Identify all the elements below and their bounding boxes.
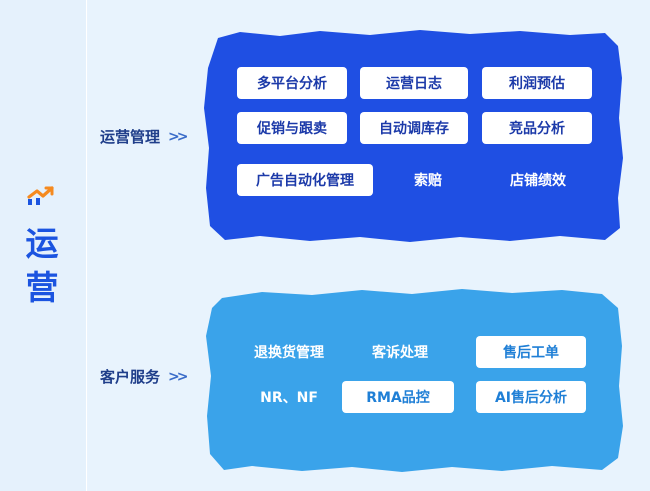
item-store-performance: 店铺绩效 (510, 173, 566, 189)
section-label-operations: 运营管理 >> (100, 126, 189, 147)
left-category-strip (0, 0, 87, 491)
operations-label-text: 运营管理 (100, 128, 161, 146)
customer-service-panel (206, 289, 623, 472)
item-after-sales-ticket: 售后工单 (476, 336, 586, 368)
section-label-customer-service: 客户服务 >> (100, 366, 189, 387)
trend-up-icon (27, 186, 54, 205)
item-claims: 索赔 (414, 173, 442, 189)
customer-service-label-text: 客户服务 (100, 368, 161, 386)
item-rma-quality-control: RMA品控 (342, 381, 454, 413)
double-chevron-right-icon: >> (168, 128, 189, 145)
title-char-2: 营 (25, 268, 59, 307)
item-competitor-analysis: 竞品分析 (482, 112, 592, 144)
item-operations-log: 运营日志 (360, 67, 468, 99)
item-auto-inventory: 自动调库存 (360, 112, 468, 144)
item-returns-management: 退换货管理 (254, 345, 324, 361)
item-ad-automation: 广告自动化管理 (237, 164, 373, 196)
category-title: 运 营 (22, 222, 62, 310)
item-complaint-handling: 客诉处理 (372, 345, 428, 361)
item-promotion-and-follow-sell: 促销与跟卖 (237, 112, 347, 144)
item-nr-nf: NR、NF (260, 390, 318, 406)
item-ai-after-sales-analysis: AI售后分析 (476, 381, 586, 413)
double-chevron-right-icon: >> (168, 368, 189, 385)
title-char-1: 运 (25, 224, 59, 263)
item-multi-platform-analysis: 多平台分析 (237, 67, 347, 99)
item-profit-estimate: 利润预估 (482, 67, 592, 99)
